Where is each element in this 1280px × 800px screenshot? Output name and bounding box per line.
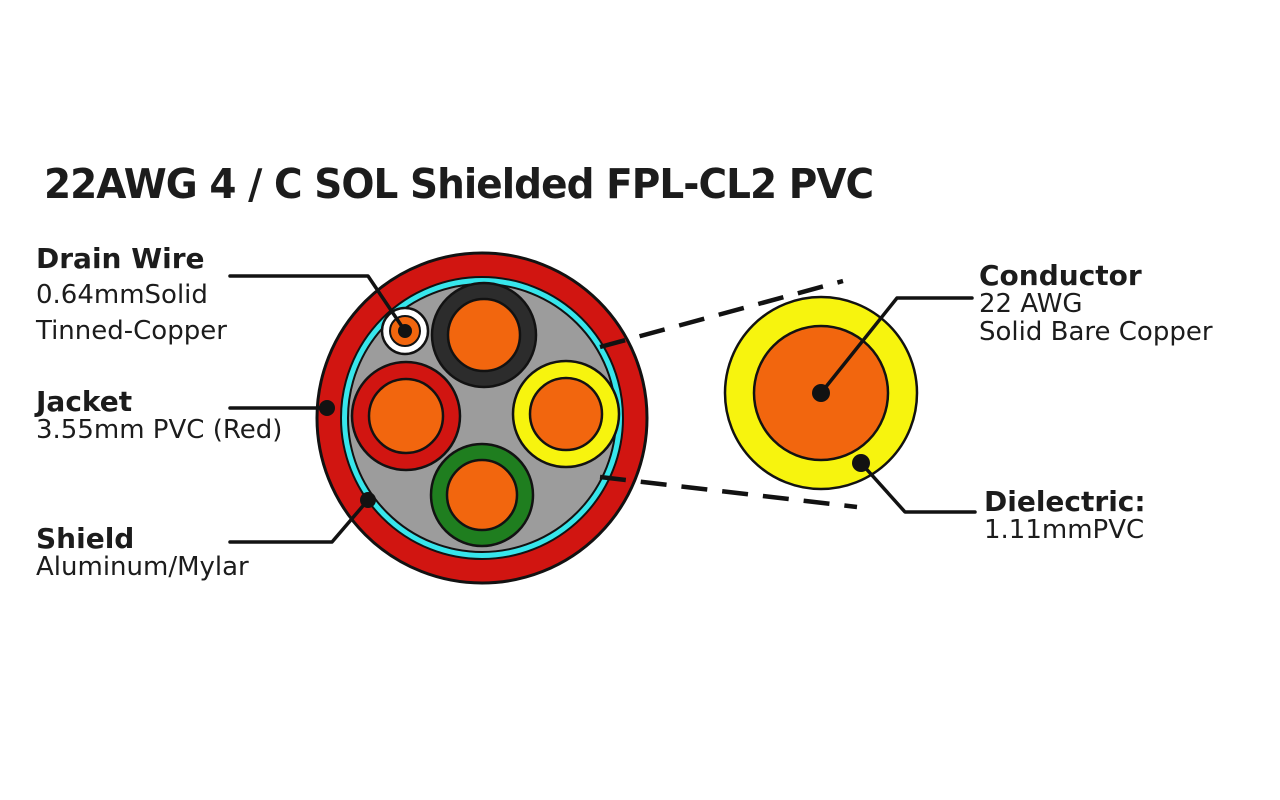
conductor-heading: Conductor — [979, 259, 1142, 292]
insulated-conductor-red-core — [367, 377, 445, 455]
shield-heading: Shield — [36, 522, 135, 555]
insulated-conductor-green-core — [445, 458, 519, 532]
jacket-label: Jacket 3.55mm PVC (Red) — [36, 387, 282, 445]
drain-wire-material: Tinned-Copper — [36, 316, 227, 346]
shield-leader-dot — [360, 492, 376, 508]
conductor-material: Solid Bare Copper — [979, 317, 1213, 347]
drain-wire-heading: Drain Wire — [36, 242, 205, 275]
dielectric-spec: 1.11mmPVC — [984, 515, 1145, 545]
conductor-leader-dot — [812, 384, 830, 402]
shield-material: Aluminum/Mylar — [36, 552, 249, 582]
jacket-heading: Jacket — [36, 385, 133, 418]
conductor-leader — [819, 296, 974, 395]
drain-wire-size: 0.64mmSolid — [36, 280, 208, 310]
zoom-guide-bottom — [599, 474, 858, 510]
drain-wire-label: Drain Wire 0.64mmSolid Tinned-Copper — [36, 241, 227, 349]
dielectric-label: Dielectric: 1.11mmPVC — [984, 485, 1146, 545]
drain-wire-leader — [228, 274, 407, 333]
insulated-conductor-black-core — [446, 297, 522, 373]
zoom-guide-top — [599, 278, 844, 350]
dielectric-leader-dot — [852, 454, 870, 472]
dielectric-leader — [859, 461, 977, 514]
jacket-leader-dot — [319, 400, 335, 416]
conductor-label: Conductor 22 AWG Solid Bare Copper — [979, 259, 1213, 347]
conductor-gauge: 22 AWG — [979, 289, 1083, 319]
dielectric-heading: Dielectric: — [984, 485, 1146, 518]
insulated-conductor-yellow-core — [528, 376, 604, 452]
drain-wire-leader-dot — [398, 324, 412, 338]
shield-label: Shield Aluminum/Mylar — [36, 524, 249, 582]
shield-leader — [228, 498, 370, 544]
page-title: 22AWG 4 / C SOL Shielded FPL-CL2 PVC — [44, 160, 874, 208]
jacket-spec: 3.55mm PVC (Red) — [36, 415, 283, 445]
